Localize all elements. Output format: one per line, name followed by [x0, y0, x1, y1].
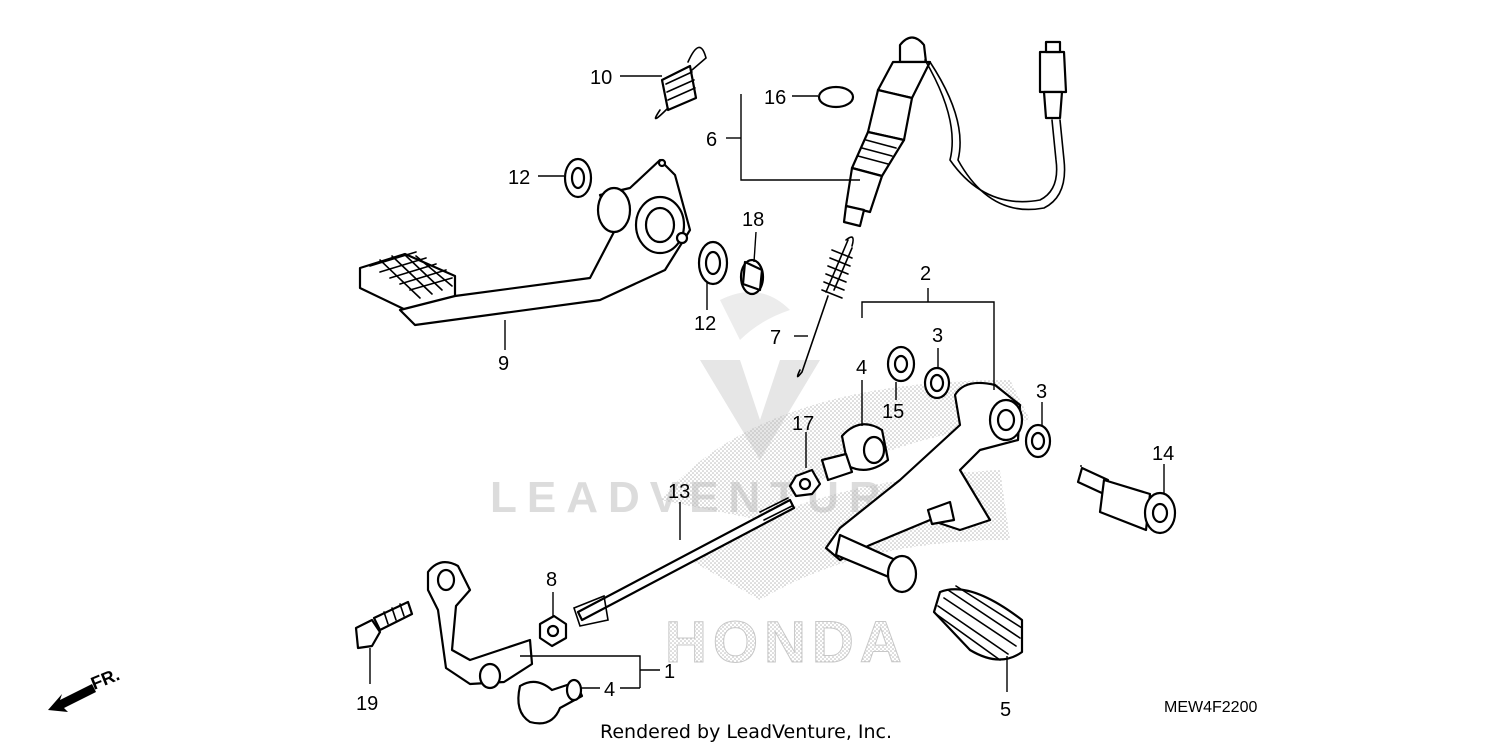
callout-6: 6	[706, 129, 717, 151]
callout-2: 2	[920, 263, 931, 285]
part-3-washer-upper	[923, 366, 951, 400]
part-6-stop-switch	[842, 36, 1068, 228]
part-15-washer	[886, 345, 916, 383]
callout-1: 1	[664, 661, 675, 683]
callout-18: 18	[742, 209, 764, 231]
part-8-nut	[538, 614, 568, 648]
credit-text: Rendered by LeadVenture, Inc.	[600, 721, 892, 743]
callout-3-right: 3	[1036, 381, 1047, 403]
part-1-gearshift-arm	[426, 561, 534, 690]
callout-3-upper: 3	[932, 325, 943, 347]
part-10-return-spring	[654, 46, 707, 120]
callout-15: 15	[882, 401, 904, 423]
callout-labels: 10 12 18 12 9 7 16 6 2 4 15 3 3 17 14 13…	[356, 67, 1174, 721]
leader-lines	[369, 75, 1165, 692]
callout-4-lower: 4	[604, 679, 615, 701]
watermark-logo: HONDA	[665, 610, 908, 675]
front-direction-icon: FR.	[48, 664, 122, 712]
callout-16: 16	[764, 87, 786, 109]
callout-17: 17	[792, 413, 814, 435]
callout-7: 7	[770, 327, 781, 349]
callout-4-upper: 4	[856, 357, 867, 379]
callout-5: 5	[1000, 699, 1011, 721]
part-4-joint-lower	[517, 678, 584, 725]
part-5-pedal-rubber	[932, 585, 1024, 661]
callout-9: 9	[498, 353, 509, 375]
part-4-joint-upper	[820, 423, 890, 482]
part-7-spring	[796, 236, 854, 378]
part-17-nut	[788, 468, 822, 498]
callout-8: 8	[546, 569, 557, 591]
part-18-clip	[739, 258, 765, 296]
callout-12-lower: 12	[694, 313, 716, 335]
part-14-pivot-bolt	[1076, 466, 1177, 535]
front-indicator-label: FR.	[88, 664, 122, 693]
callout-10: 10	[590, 67, 612, 89]
diagram-code: MEW4F2200	[1164, 699, 1257, 716]
part-19-bolt	[354, 600, 414, 650]
callout-12-upper: 12	[508, 167, 530, 189]
callout-14: 14	[1152, 443, 1174, 465]
part-12-washer-lower	[697, 240, 729, 286]
part-9-brake-pedal	[358, 158, 692, 327]
part-12-washer-upper	[563, 157, 593, 199]
part-2-gearshift-pedal	[824, 381, 1024, 594]
part-3-washer-right	[1024, 423, 1052, 459]
callout-13: 13	[668, 481, 690, 503]
callout-19: 19	[356, 693, 378, 715]
part-16-clip	[817, 85, 855, 109]
part-13-tie-rod	[573, 497, 796, 627]
